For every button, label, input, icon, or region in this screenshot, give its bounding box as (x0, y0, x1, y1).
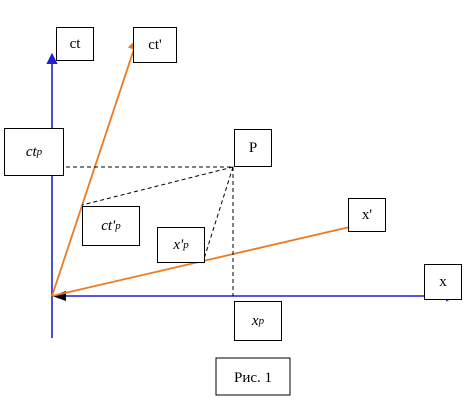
label-ct-prime-p: ct'p (82, 206, 140, 246)
label-point-p: P (234, 129, 272, 167)
label-x-prime: x' (348, 198, 386, 232)
ct-prime-axis-line (51, 37, 140, 297)
label-x-prime-p: x'p (157, 227, 205, 263)
label-x: x (424, 264, 462, 300)
caption-box (215, 357, 291, 396)
label-ct: ct (56, 27, 94, 61)
x-prime-axis-line (51, 219, 370, 297)
projection-p-to-ct-prime (81, 166, 234, 206)
projection-p-to-x-prime (202, 166, 234, 263)
caption-text: Рис. 1 (234, 370, 272, 386)
label-ct-prime: ct' (133, 27, 177, 63)
